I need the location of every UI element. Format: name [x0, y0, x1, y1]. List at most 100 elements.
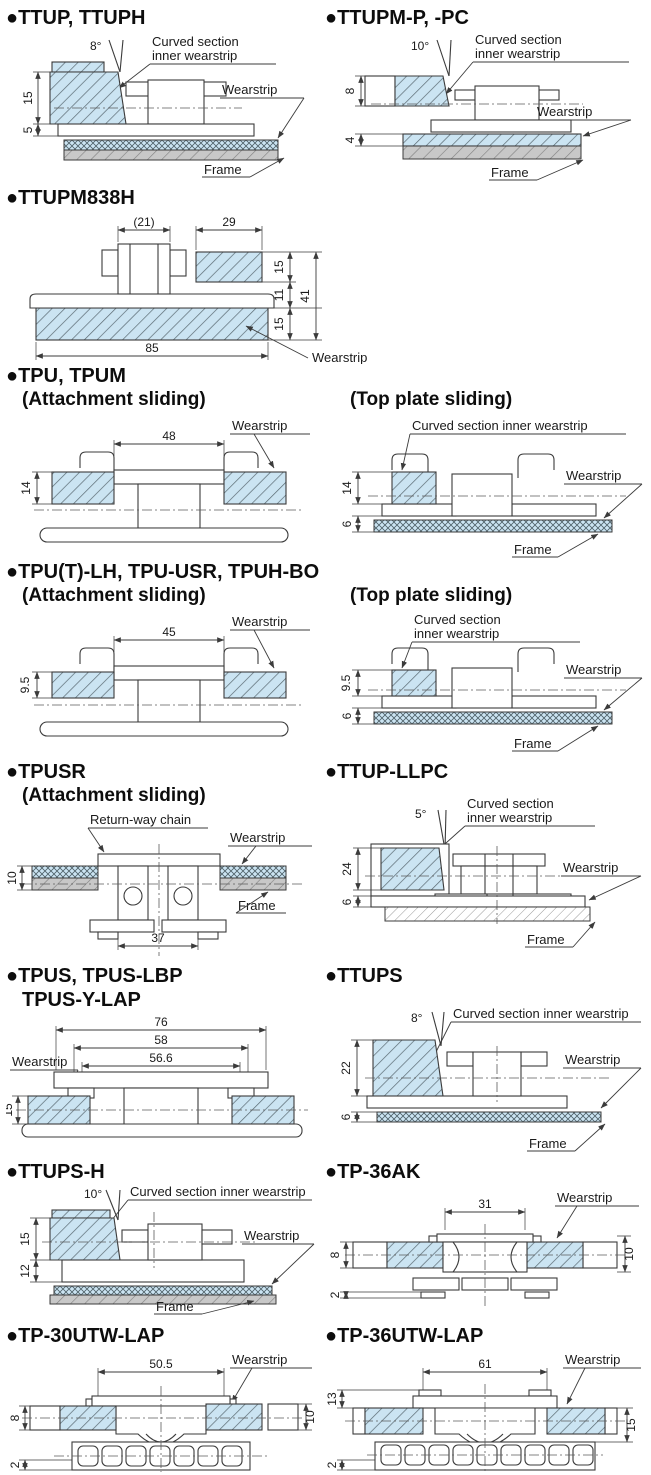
svg-text:29: 29 [222, 215, 236, 229]
svg-text:Wearstrip: Wearstrip [565, 1352, 620, 1367]
width-dimension: 31 [444, 1197, 526, 1230]
section-title-tpu: ●TPU, TPUM [6, 365, 126, 387]
svg-text:Curved section: Curved section [152, 34, 239, 49]
section-tpus: ●TPUS, TPUS-LBP TPUS-Y-LAP 76 58 56.6 We… [6, 964, 324, 1157]
svg-text:Wearstrip: Wearstrip [563, 860, 618, 875]
tpus-diagram: 76 58 56.6 Wearstrip 15 [6, 1015, 308, 1138]
upper-wearstrip-block [195, 251, 263, 283]
svg-text:4: 4 [343, 136, 357, 143]
wearstrip-callout: Wearstrip [564, 468, 643, 519]
section-ttupm-p: ●TTUPM-P, -PC 10° Curved section inner w… [325, 6, 651, 182]
svg-text:Frame: Frame [238, 898, 276, 913]
return-chain-callout: Return-way chain [87, 812, 208, 853]
height-dimension: 14 [19, 471, 52, 505]
section-title-ttupm-p: ●TTUPM-P, -PC [325, 7, 469, 29]
wearstrip-block-right [223, 671, 287, 699]
svg-text:Frame: Frame [527, 932, 565, 947]
subtitle-top-plate-sliding: (Top plate sliding) [350, 585, 513, 606]
wearstrip-callout: Wearstrip [563, 1352, 641, 1405]
svg-text:15: 15 [18, 1232, 32, 1246]
frame-strip [49, 1294, 277, 1305]
inner-wearstrip-lip [51, 1209, 111, 1219]
bottom-dimension: 85 [35, 341, 269, 360]
chain-cross-section [21, 1071, 303, 1138]
svg-text:56.6: 56.6 [149, 1051, 173, 1065]
wearstrip-callout: Wearstrip [242, 1228, 315, 1285]
wearstrip-callout: Wearstrip [564, 662, 643, 711]
inner-wearstrip-block [391, 669, 437, 697]
chain-cross-section [39, 451, 289, 543]
ttups-diagram: 8° Curved section inner wearstrip Wearst… [339, 1006, 642, 1152]
frame-strip [373, 519, 613, 533]
chain-cross-section [39, 647, 289, 737]
svg-text:Curved section: Curved section [475, 32, 562, 47]
wearstrip-block-right [223, 471, 287, 505]
section-tp36utw: ●TP-36UTW-LAP 61 Wearstrip [325, 1324, 651, 1474]
curved-wearstrip-callout: Curved section inner wearstrip [445, 32, 629, 95]
svg-text:8: 8 [343, 87, 357, 94]
svg-text:45: 45 [162, 625, 176, 639]
inner-wearstrip-block [394, 75, 450, 107]
frame-strip [402, 145, 582, 160]
wearstrip-callout: Wearstrip [561, 860, 642, 901]
svg-text:Curved section inner wearstrip: Curved section inner wearstrip [412, 418, 588, 433]
tpusr-diagram: Return-way chain Wearstrip Frame 10 [6, 812, 312, 956]
svg-text:6: 6 [340, 898, 354, 905]
svg-text:76: 76 [154, 1015, 168, 1029]
section-tp36ak: ●TP-36AK 31 Wearstrip 8 2 [325, 1160, 651, 1314]
svg-text:Wearstrip: Wearstrip [222, 82, 277, 97]
section-ttupm838h: ●TTUPM838H (21) 29 15 11 15 41 85 [6, 186, 436, 364]
svg-text:12: 12 [18, 1264, 32, 1278]
width-dimension: 45 [113, 625, 225, 652]
angle-value: 8° [411, 1011, 423, 1025]
wearstrip-block-left [51, 671, 115, 699]
svg-text:14: 14 [340, 481, 354, 495]
tp36ak-diagram: 31 Wearstrip 8 2 10 [328, 1190, 639, 1308]
chain-cross-section [101, 243, 187, 295]
frame-strip [373, 711, 613, 725]
svg-text:9.5: 9.5 [339, 674, 353, 691]
svg-text:5: 5 [21, 126, 35, 133]
wearstrip-rail [370, 895, 586, 908]
section-tpusr: ●TPUSR (Attachment sliding) Return-way c… [6, 760, 324, 960]
svg-text:9.5: 9.5 [18, 676, 32, 693]
svg-text:24: 24 [340, 862, 354, 876]
curved-wearstrip-callout: Curved section inner wearstrip [106, 1184, 312, 1227]
tpu-attachment-diagram: Wearstrip 48 14 [19, 418, 310, 543]
section-title-tpus-line2: TPUS-Y-LAP [22, 989, 141, 1011]
return-chain-cross-section [89, 853, 227, 940]
section-title-ttupm838h: ●TTUPM838H [6, 187, 135, 209]
height-dimension: 10 [6, 865, 32, 891]
wearstrip-callout: Wearstrip [230, 1352, 312, 1403]
height-dimensions: 15 5 [21, 71, 58, 137]
wearstrip-callout: Wearstrip [220, 82, 305, 139]
svg-text:15: 15 [272, 260, 286, 274]
svg-text:8: 8 [8, 1414, 22, 1421]
top-dimensions: (21) 29 [117, 215, 263, 250]
curved-wearstrip-callout: Curved section inner wearstrip [401, 612, 580, 669]
svg-text:13: 13 [325, 1392, 339, 1406]
svg-text:14: 14 [19, 481, 33, 495]
svg-text:Curved section: Curved section [467, 796, 554, 811]
wearstrip-strip-right [219, 865, 287, 879]
height-dimension: 9.5 [18, 671, 52, 699]
chain-cross-section [430, 85, 572, 133]
ttupm838h-diagram: (21) 29 15 11 15 41 85 Wearstrip [29, 215, 367, 364]
height-dimensions: 22 6 [339, 1039, 377, 1123]
subtitle-top-plate-sliding: (Top plate sliding) [350, 389, 513, 410]
left-dimensions: 8 2 [328, 1241, 421, 1299]
wearstrip-callout: Wearstrip [555, 1190, 639, 1239]
svg-text:6: 6 [340, 520, 354, 527]
height-dimensions: 9.5 6 [339, 669, 392, 725]
svg-text:Frame: Frame [514, 736, 552, 751]
svg-text:15: 15 [272, 317, 286, 331]
svg-text:2: 2 [328, 1291, 342, 1298]
frame-callout: Frame [154, 1299, 255, 1315]
svg-text:2: 2 [325, 1461, 339, 1468]
wearstrip-strip [63, 139, 279, 151]
height-dimension: 15 [6, 1095, 28, 1125]
angle-value: 8° [90, 39, 102, 53]
svg-text:10: 10 [303, 1410, 317, 1424]
svg-text:Wearstrip: Wearstrip [12, 1054, 67, 1069]
section-ttups: ●TTUPS 8° Curved section inner wearstrip… [325, 964, 651, 1152]
